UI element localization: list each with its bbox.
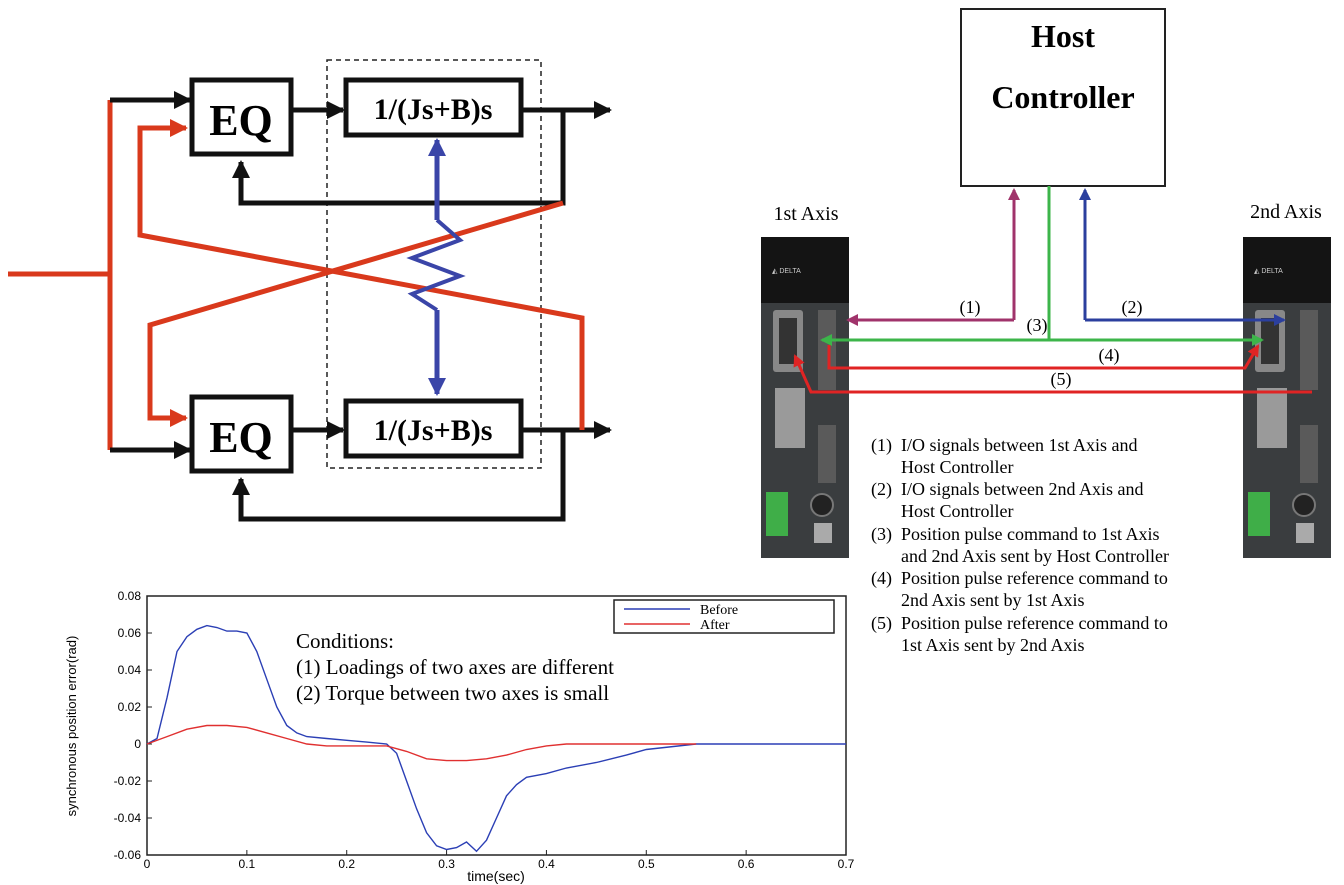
legend-line-3a: Position pulse command to 1st Axis — [901, 524, 1160, 544]
feedback-loop-bottom — [232, 430, 566, 522]
legend-num-3: (3) — [871, 524, 892, 545]
host-controller-box — [960, 8, 1166, 187]
legend-num-5: (5) — [871, 613, 892, 634]
eq-block-top — [189, 77, 294, 157]
svg-text:◭ DELTA: ◭ DELTA — [772, 268, 801, 275]
link-label-4: (4) — [1099, 345, 1120, 366]
legend-line-1a: I/O signals between 1st Axis and — [901, 435, 1137, 455]
plant-block-top — [343, 77, 524, 138]
y-tick-label: 0 — [134, 737, 141, 751]
y-tick-label: 0.08 — [118, 589, 142, 603]
spring-icon — [406, 218, 466, 312]
link-label-5: (5) — [1051, 369, 1072, 390]
red-input-bus — [8, 100, 113, 450]
cross-coupling-bottom-to-top — [137, 119, 585, 430]
x-axis-label: time(sec) — [467, 868, 525, 884]
annotation-line-1: Conditions: — [296, 629, 394, 653]
cross-coupling-top-to-bottom — [147, 200, 564, 427]
x-tick-label: 0.1 — [239, 857, 256, 871]
legend-line-1b: Host Controller — [901, 457, 1014, 477]
plant-label-top: 1/(Js+B)s — [374, 93, 493, 126]
x-tick-label: 0.4 — [538, 857, 555, 871]
x-tick-label: 0.3 — [438, 857, 455, 871]
series-line-before — [146, 624, 846, 853]
y-axis-label: synchronous position error(rad) — [64, 636, 79, 817]
link-label-3: (3) — [1027, 315, 1048, 336]
legend-label-before: Before — [700, 603, 738, 618]
series-line-after — [146, 724, 697, 762]
x-tick-label: 0.2 — [338, 857, 355, 871]
system-diagram: Host Controller 1st Axis 2nd Axis ◭ DELT… — [761, 8, 1331, 655]
drive-unit-axis2: ◭ DELTA — [1243, 237, 1331, 558]
y-tick-label: -0.02 — [114, 774, 142, 788]
eq-label-top: EQ — [209, 96, 273, 145]
drive-unit-axis1: ◭ DELTA — [761, 237, 849, 558]
legend-num-1: (1) — [871, 435, 892, 456]
svg-text:◭ DELTA: ◭ DELTA — [1254, 268, 1283, 275]
legend-num-4: (4) — [871, 568, 892, 589]
eq-label-bottom: EQ — [209, 413, 273, 462]
plot-area — [146, 595, 847, 856]
axis1-label: 1st Axis — [773, 203, 838, 225]
legend-num-2: (2) — [871, 479, 892, 500]
eq-block-bottom — [189, 394, 294, 474]
legend-line-4b: 2nd Axis sent by 1st Axis — [901, 590, 1085, 610]
legend-line-4a: Position pulse reference command to — [901, 568, 1168, 588]
link-label-1: (1) — [960, 297, 981, 318]
y-tick-label: 0.04 — [118, 663, 142, 677]
block-diagram: EQ EQ 1/(Js+B)s 1/(Js+B)s — [8, 59, 612, 522]
annotation-line-3: (2) Torque between two axes is small — [296, 681, 609, 705]
x-tick-label: 0.6 — [738, 857, 755, 871]
x-tick-label: 0.7 — [838, 857, 855, 871]
feedback-loop-top — [232, 110, 566, 206]
legend-line-5a: Position pulse reference command to — [901, 613, 1168, 633]
legend-line-2b: Host Controller — [901, 501, 1014, 521]
series-lines — [146, 624, 846, 853]
y-tick-label: -0.06 — [114, 848, 142, 862]
y-tick-label: 0.06 — [118, 626, 142, 640]
dashed-plant-region — [326, 59, 542, 469]
link-5 — [793, 354, 1312, 394]
y-tick-label: -0.04 — [114, 811, 142, 825]
legend-label-after: After — [700, 618, 730, 633]
legend-line-2a: I/O signals between 2nd Axis and — [901, 479, 1143, 499]
system-legend: (1) I/O signals between 1st Axis and Hos… — [871, 435, 1169, 655]
plant-label-bottom: 1/(Js+B)s — [374, 414, 493, 447]
chart-legend — [613, 599, 835, 634]
axis2-label: 2nd Axis — [1250, 201, 1322, 223]
x-tick-label: 0.5 — [638, 857, 655, 871]
legend-line-5b: 1st Axis sent by 2nd Axis — [901, 635, 1085, 655]
host-title-line1: Host — [1031, 18, 1095, 54]
annotation-line-2: (1) Loadings of two axes are different — [296, 655, 614, 679]
legend-line-3b: and 2nd Axis sent by Host Controller — [901, 546, 1169, 566]
x-tick-label: 0 — [144, 857, 151, 871]
link-4 — [827, 344, 1260, 370]
y-tick-label: 0.02 — [118, 700, 142, 714]
link-label-2: (2) — [1122, 297, 1143, 318]
plant-block-bottom — [343, 398, 524, 459]
host-title-line2: Controller — [991, 79, 1134, 115]
